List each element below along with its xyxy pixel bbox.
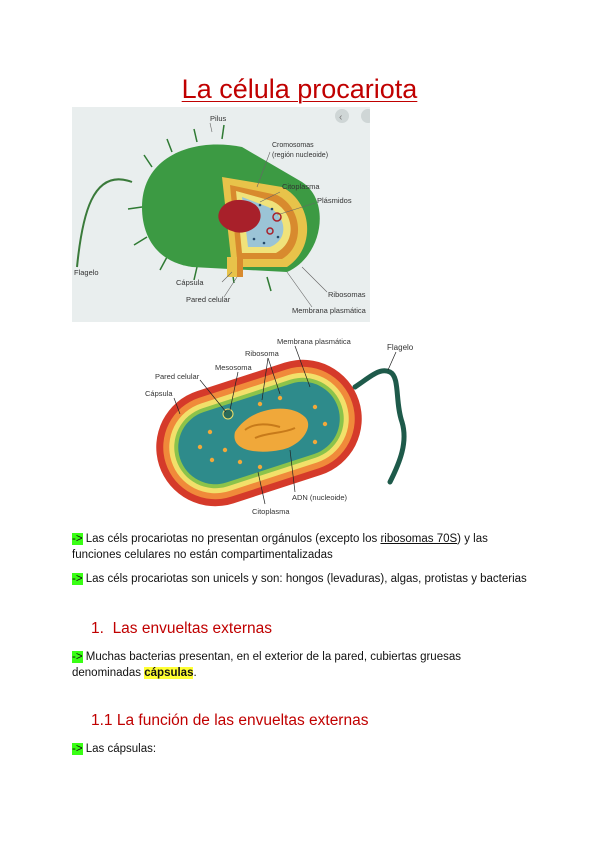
- label-pared-celular-2: Pared celular: [155, 372, 200, 381]
- label-citoplasma: Citoplasma: [282, 182, 320, 191]
- label-ribosoma: Ribosoma: [245, 349, 280, 358]
- label-plasmidos: Plásmidos: [317, 196, 352, 205]
- label-mesosoma: Mesosoma: [215, 363, 253, 372]
- bullet-paragraph-3: -> Muchas bacterias presentan, en el ext…: [72, 651, 461, 679]
- arrow-marker: ->: [72, 533, 83, 545]
- label-citoplasma-2: Citoplasma: [252, 507, 290, 516]
- bullet-paragraph-1: -> Las céls procariotas no presentan org…: [72, 533, 488, 561]
- prokaryote-3d-diagram: ‹ Pilus Cromosomas (región nucleoide) Ci…: [72, 107, 370, 322]
- svg-text:‹: ‹: [339, 112, 342, 123]
- prokaryote-section-diagram: Membrana plasmática Flagelo Ribosoma Mes…: [145, 337, 414, 516]
- label-membrana-plasmatica-2: Membrana plasmática: [277, 337, 352, 346]
- document-title: La célula procariota: [181, 74, 418, 104]
- section-heading-1: 1. Las envueltas externas: [91, 620, 272, 637]
- label-capsula-2: Cápsula: [145, 389, 173, 398]
- arrow-marker: ->: [72, 743, 83, 755]
- label-ribosomas: Ribosomas: [328, 290, 366, 299]
- label-capsula: Cápsula: [176, 278, 204, 287]
- section-heading-1-1: 1.1 La función de las envueltas externas: [91, 712, 369, 729]
- arrow-marker: ->: [72, 651, 83, 663]
- label-cromosomas: Cromosomas: [272, 142, 314, 149]
- label-flagelo: Flagelo: [74, 268, 99, 277]
- ribosomas-link[interactable]: ribosomas 70S: [380, 533, 458, 545]
- label-pared-celular: Pared celular: [186, 295, 231, 304]
- label-flagelo-2: Flagelo: [387, 343, 414, 352]
- capsulas-highlight: cápsulas: [144, 667, 194, 679]
- label-membrana-plasmatica: Membrana plasmática: [292, 306, 367, 315]
- label-pilus: Pilus: [210, 114, 227, 123]
- bullet-paragraph-2: -> Las céls procariotas son unicels y so…: [72, 573, 527, 585]
- label-region-nucleoide: (región nucleoide): [272, 152, 328, 159]
- arrow-marker: ->: [72, 573, 83, 585]
- label-adn: ADN (nucleoide): [292, 493, 348, 502]
- bullet-paragraph-4: -> Las cápsulas:: [72, 743, 157, 755]
